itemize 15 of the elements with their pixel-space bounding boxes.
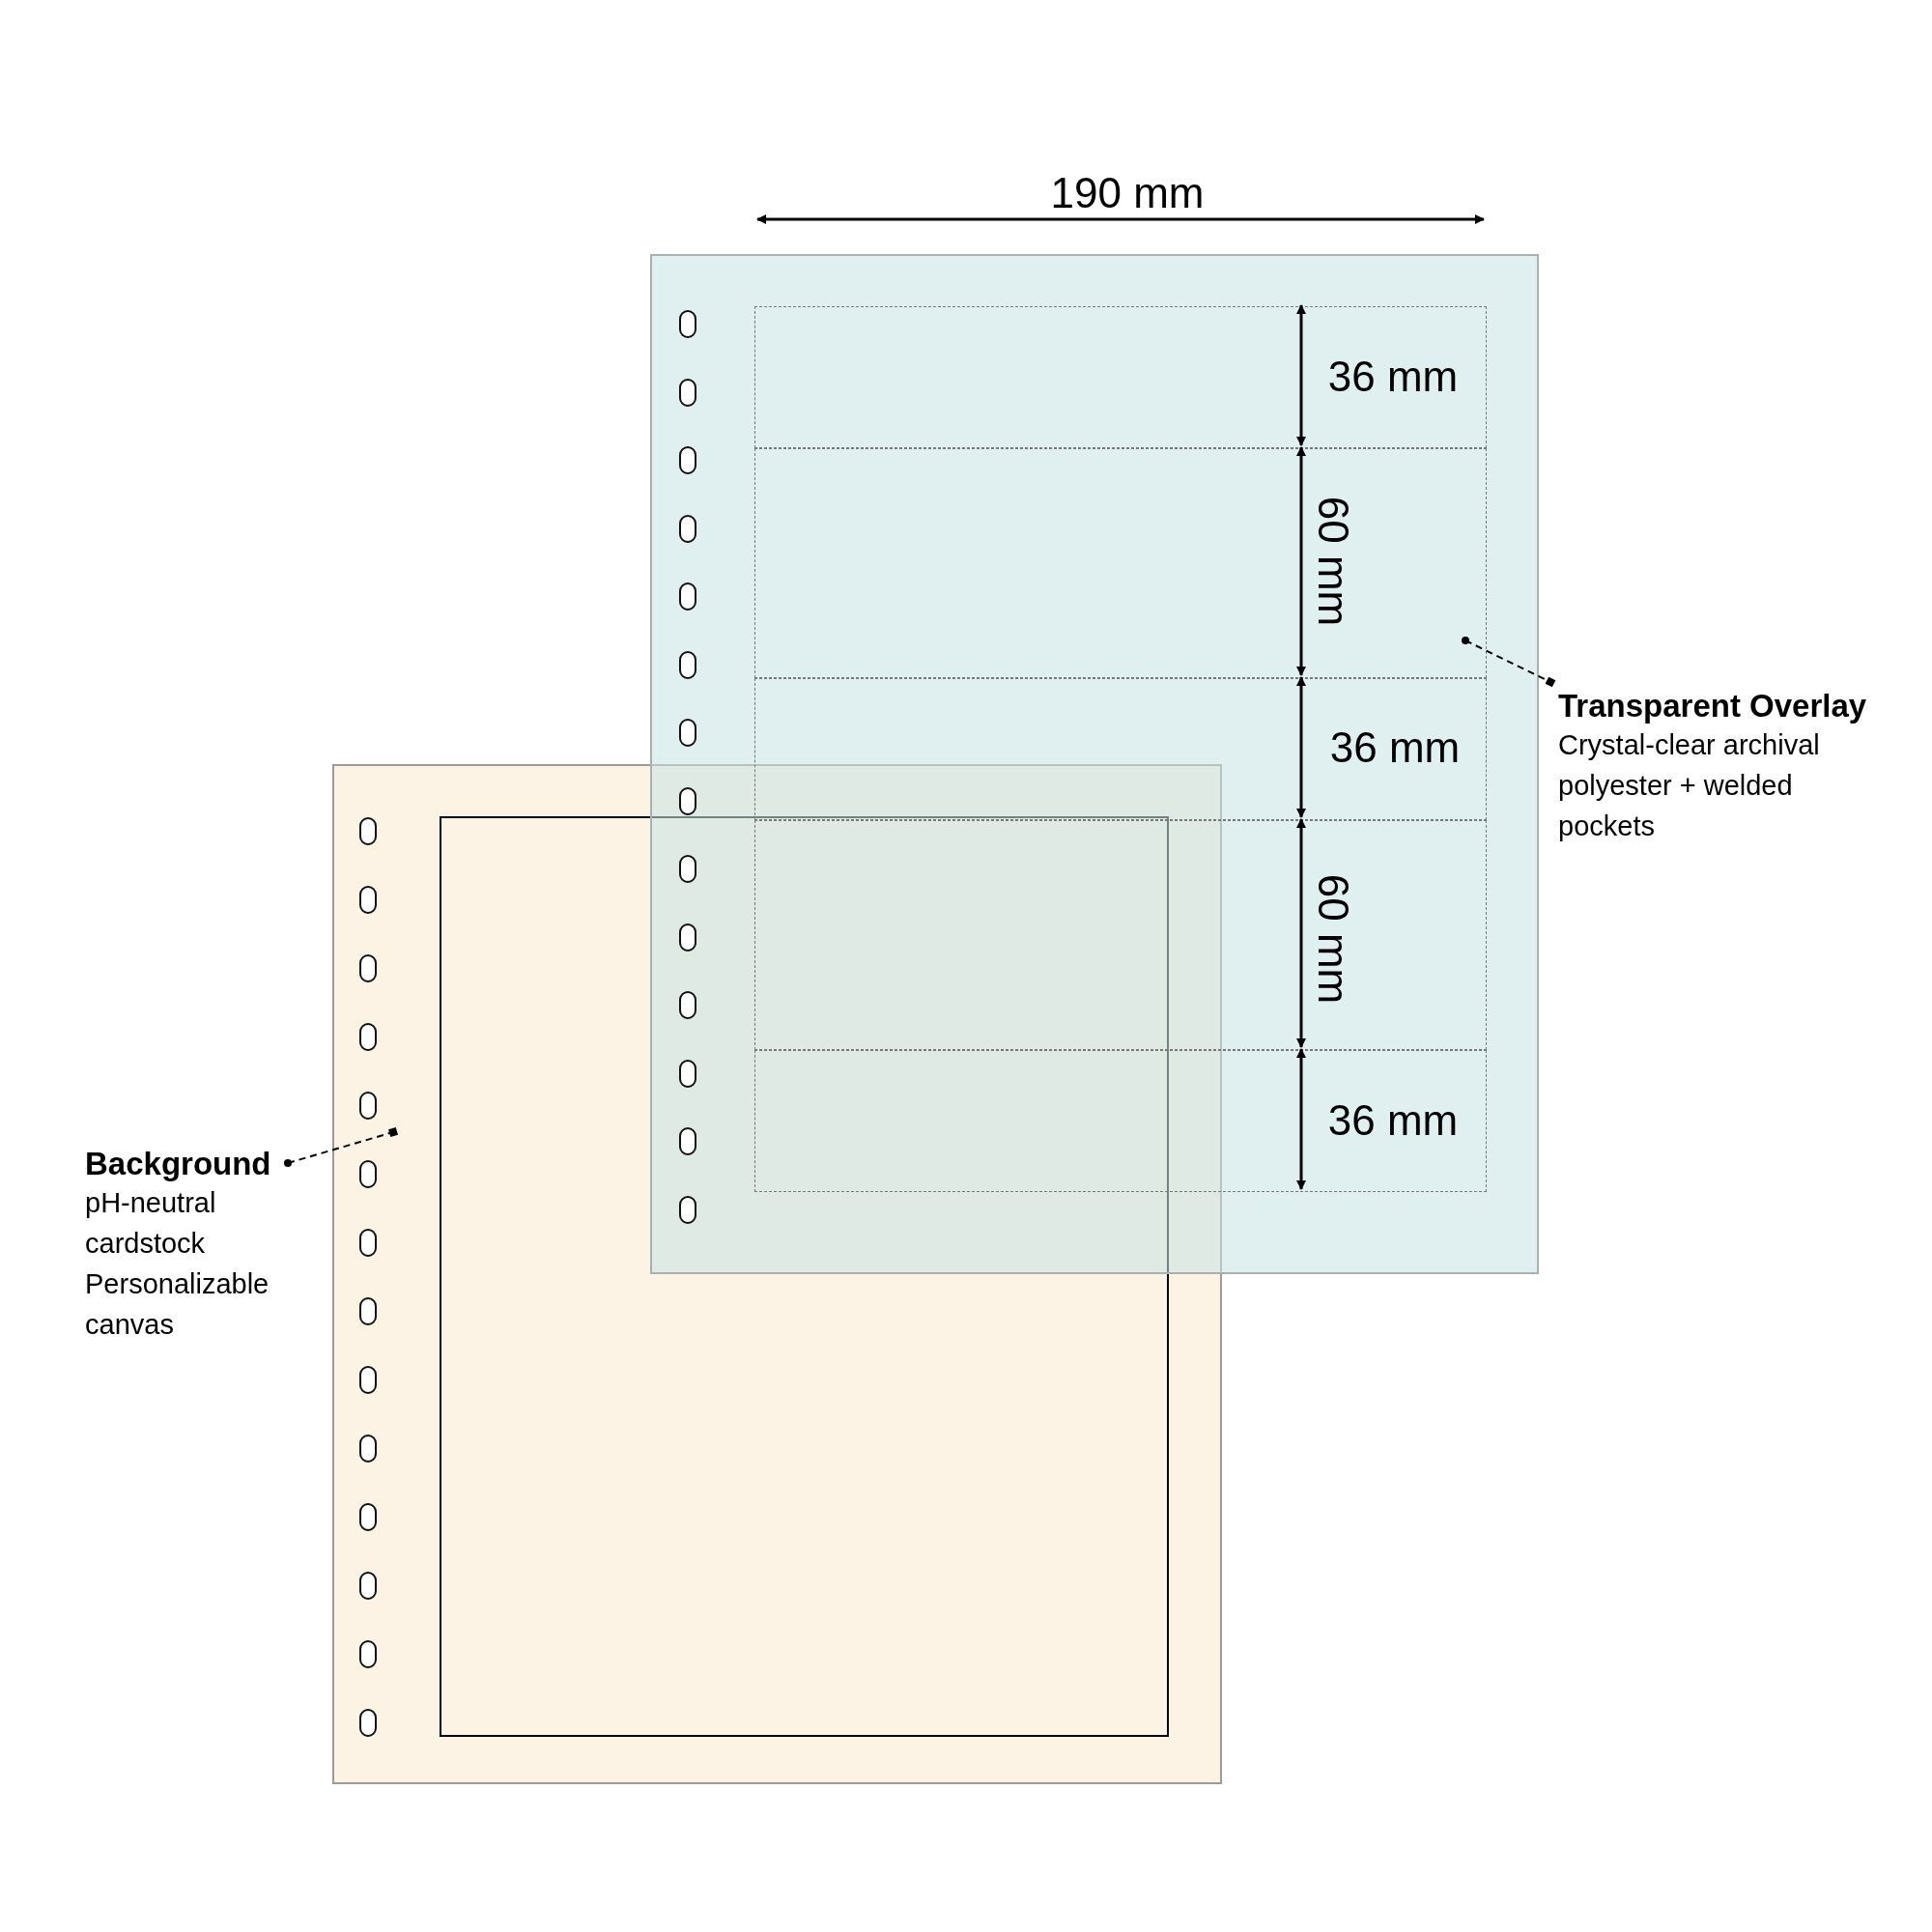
dimension-label: 36 mm <box>1329 724 1461 772</box>
leader-line <box>284 1127 398 1167</box>
dimension-label: 36 mm <box>1327 1096 1459 1145</box>
dimension-label: 60 mm <box>1309 873 1357 1005</box>
callout-heading: Background <box>85 1146 272 1182</box>
transparent-sheet <box>650 254 1539 1274</box>
background-sheet <box>332 764 1222 1784</box>
callout-heading: Transparent Overlay <box>1558 688 1868 724</box>
callout-text: Crystal-clear archival polyester + welded pockets <box>1558 728 1821 843</box>
dimension-label: 36 mm <box>1327 353 1459 401</box>
callout-text: Personalizable canvas <box>85 1267 270 1342</box>
dimension-label: 190 mm <box>1050 169 1205 217</box>
callout-text: pH-neutral cardstock <box>85 1186 217 1261</box>
dimension-label: 60 mm <box>1309 496 1357 627</box>
leader-line <box>1462 637 1556 688</box>
